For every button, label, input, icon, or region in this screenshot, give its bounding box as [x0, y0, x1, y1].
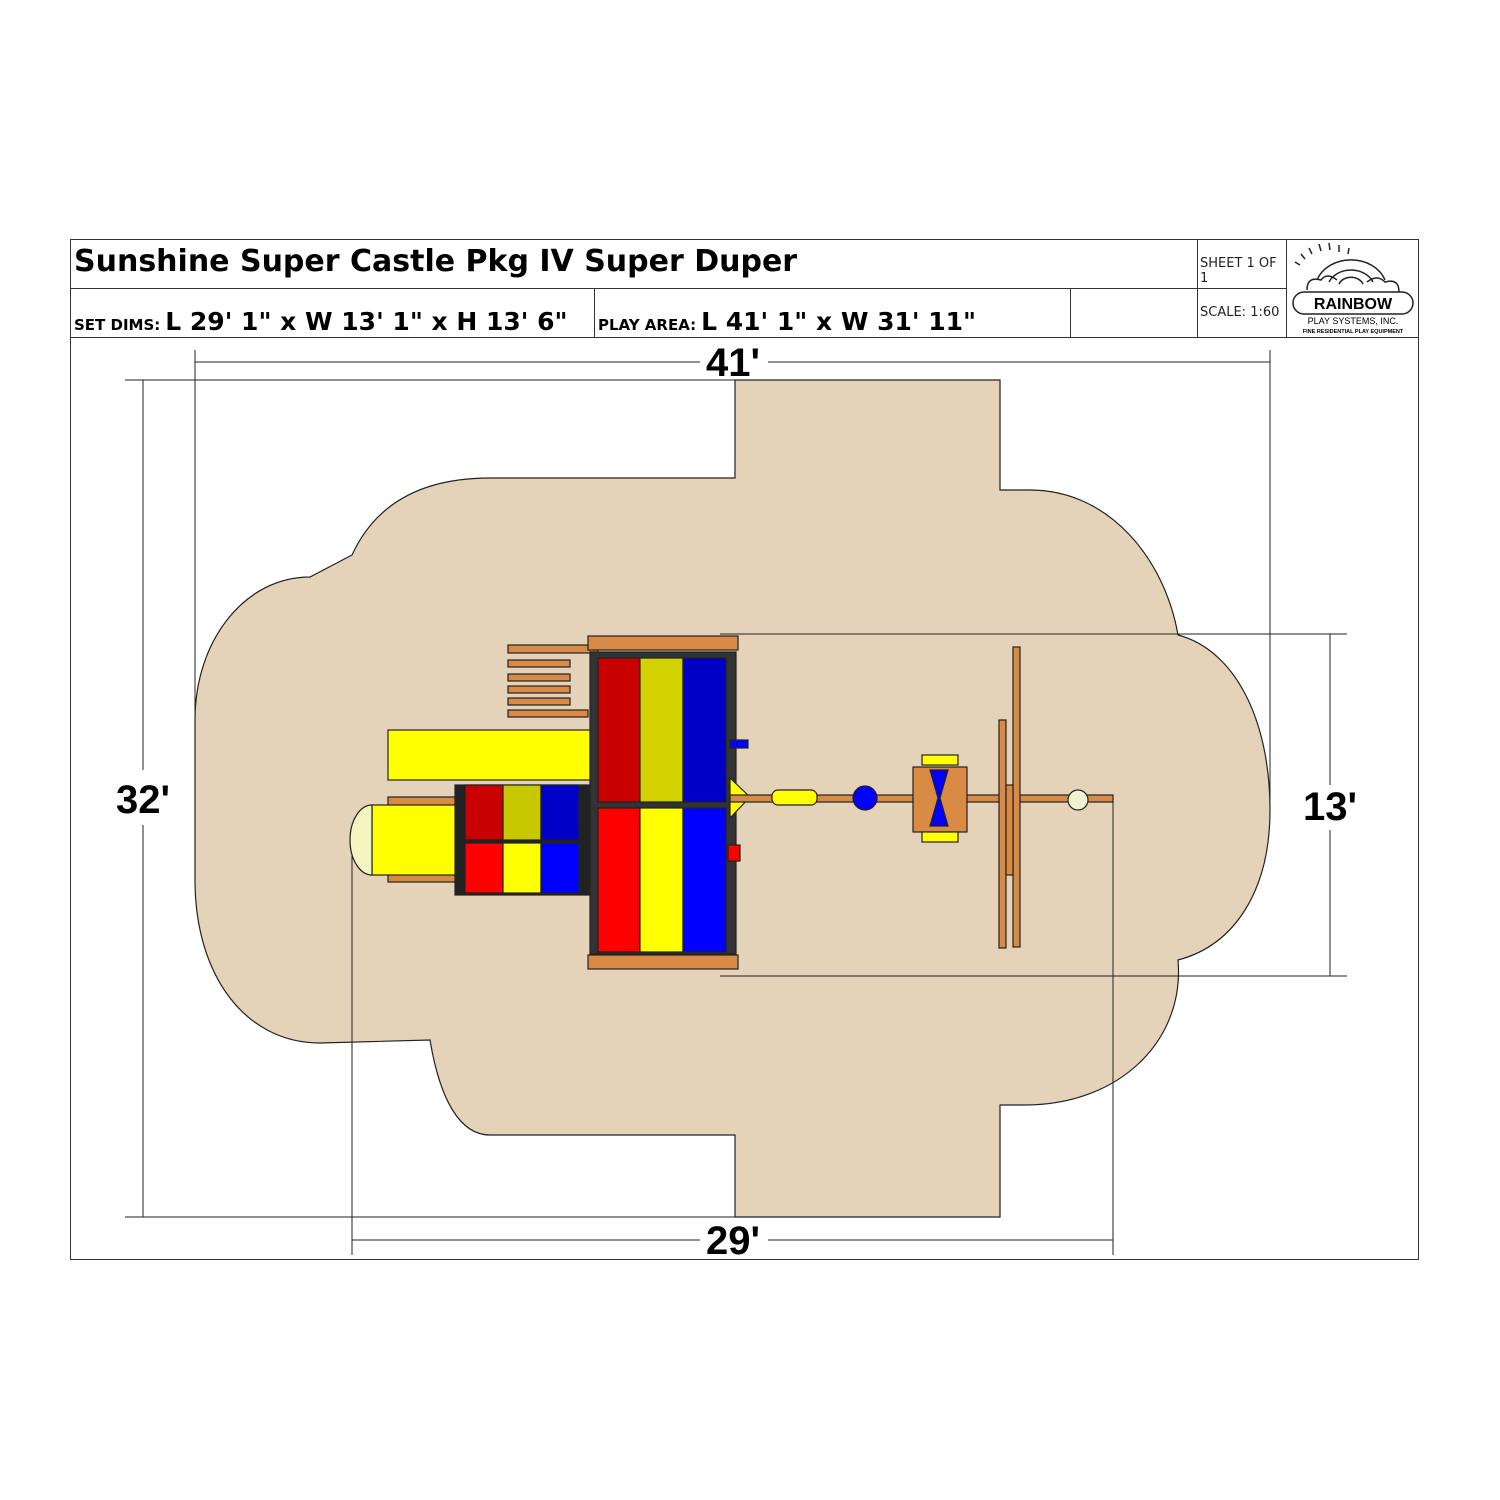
wave-slide [387, 729, 594, 781]
playset [349, 635, 1114, 970]
swings [771, 754, 1089, 843]
dimension-bottom: 29' [706, 1219, 760, 1263]
logo-name: RAINBOW [1314, 296, 1393, 313]
scale: SCALE: 1:60 [1198, 289, 1287, 338]
ladder [507, 644, 599, 718]
play-area-dims: PLAY AREA:L 41' 1" x W 31' 11" [595, 289, 1071, 338]
dimension-right: 13' [1303, 785, 1357, 829]
logo-sub: PLAY SYSTEMS, INC. [1308, 316, 1399, 326]
lower-tower-roof [454, 784, 591, 896]
set-dims: SET DIMS:L 29' 1" x W 13' 1" x H 13' 6" [71, 289, 595, 338]
play-area-value: L 41' 1" x W 31' 11" [701, 307, 977, 336]
set-dims-value: L 29' 1" x W 13' 1" x H 13' 6" [165, 307, 568, 336]
drawing-title: Sunshine Super Castle Pkg IV Super Duper [71, 240, 1198, 289]
blank-cell [1071, 289, 1198, 338]
play-area-label: PLAY AREA: [598, 316, 697, 334]
tube-slide [349, 796, 459, 883]
dimension-top: 41' [706, 341, 760, 385]
set-dims-label: SET DIMS: [74, 316, 161, 334]
dimension-left: 32' [116, 778, 170, 822]
dimension-lines [125, 350, 1347, 1255]
drawing-frame: Sunshine Super Castle Pkg IV Super Duper… [70, 239, 1419, 1260]
logo-tagline: FINE RESIDENTIAL PLAY EQUIPMENT [1303, 329, 1404, 335]
sheet-number: SHEET 1 OF 1 [1198, 240, 1287, 289]
main-tower [587, 635, 751, 970]
rainbow-logo: RAINBOW PLAY SYSTEMS, INC. FINE RESIDENT… [1287, 240, 1419, 338]
